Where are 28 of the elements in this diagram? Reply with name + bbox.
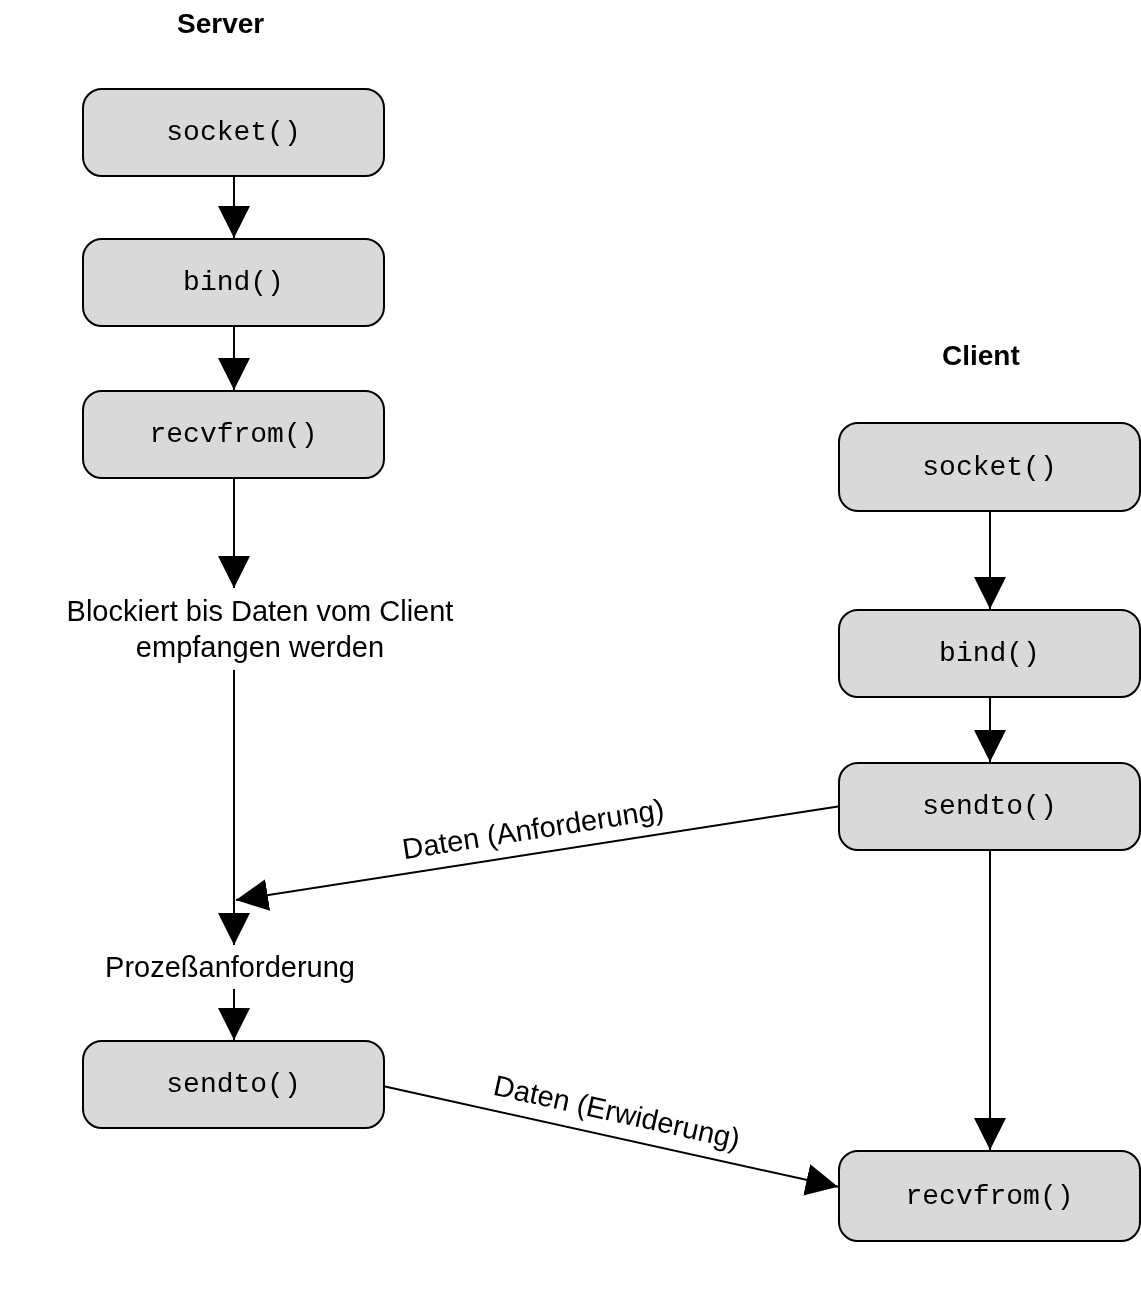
arrow [384,1085,839,1196]
function-box [82,390,385,479]
function-box [838,762,1141,851]
arrow [218,988,250,1041]
function-name: socket() [922,451,1057,483]
column-heading: Server [177,8,265,40]
function-box [82,88,385,177]
function-box [82,238,385,327]
arrow [218,478,250,589]
function-name: bind() [939,638,1040,669]
arrow [974,850,1006,1151]
function-box [838,1150,1141,1242]
function-name: recvfrom() [149,419,318,450]
function-box [838,609,1141,698]
function-name: socket() [166,117,301,148]
arrow [218,326,250,391]
function-name: bind() [183,267,284,298]
function-name: recvfrom() [905,1180,1074,1212]
function-box [82,1040,385,1129]
arrow [974,511,1006,610]
function-name: sendto() [166,1069,301,1100]
arrow [218,176,250,239]
column-heading: Client [942,340,1020,372]
function-name: sendto() [922,791,1057,822]
arrow [218,669,250,946]
arrow [974,697,1006,763]
function-box [838,422,1141,512]
arrow [235,805,839,911]
